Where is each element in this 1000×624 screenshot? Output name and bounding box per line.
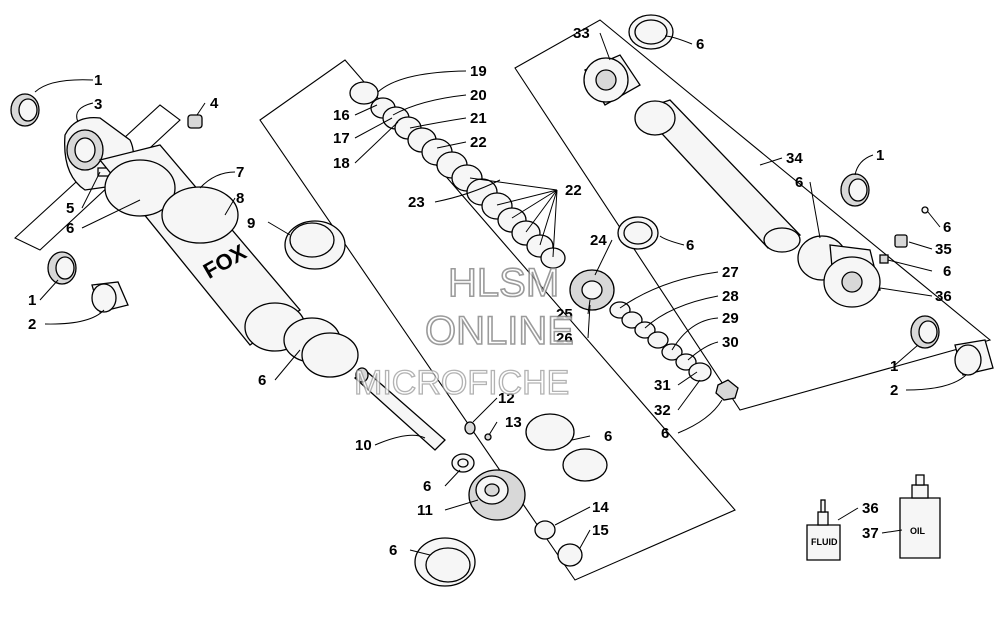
callout-19: 19 — [470, 63, 487, 80]
fluid-bottle-label: FLUID — [811, 537, 838, 547]
callout-22: 22 — [565, 182, 582, 199]
oil-bottle-label: OIL — [910, 526, 926, 536]
callout-30: 30 — [722, 334, 739, 351]
reservoir-cap-33 — [583, 54, 641, 106]
callout-2: 2 — [890, 382, 898, 399]
callout-6: 6 — [686, 237, 694, 254]
bushing-1-top — [10, 93, 40, 127]
fluid-bottle-36: FLUID — [806, 499, 841, 561]
seals-6-bottom — [414, 537, 476, 587]
callout-12: 12 — [498, 390, 515, 407]
pin-12 — [464, 421, 476, 435]
callout-6: 6 — [389, 542, 397, 559]
callout-1: 1 — [890, 358, 898, 375]
callout-35: 35 — [935, 241, 952, 258]
ring-9 — [284, 220, 346, 270]
callout-29: 29 — [722, 310, 739, 327]
callout-6: 6 — [661, 425, 669, 442]
bushing-1-right-top — [840, 173, 870, 207]
ball-13 — [484, 433, 492, 441]
callout-6: 6 — [696, 36, 704, 53]
callout-33: 33 — [573, 25, 590, 42]
callout-37: 37 — [862, 525, 879, 542]
cap-6-right — [879, 254, 889, 264]
eyelet-body-3 — [64, 116, 134, 191]
callout-6: 6 — [943, 263, 951, 280]
sleeve-2-left — [91, 281, 129, 313]
callout-36: 36 — [862, 500, 879, 517]
screw-35 — [894, 234, 908, 248]
callout-20: 20 — [470, 87, 487, 104]
reservoir-group-outline — [514, 19, 992, 411]
callout-8: 8 — [236, 190, 244, 207]
callout-6: 6 — [943, 219, 951, 236]
nut-6-shim — [715, 379, 739, 401]
reservoir-tube-34 — [634, 99, 802, 253]
callout-17: 17 — [333, 130, 350, 147]
shock-body-7: FOX — [98, 144, 306, 352]
sleeve-2-right — [954, 339, 994, 376]
callout-28: 28 — [722, 288, 739, 305]
callout-9: 9 — [247, 215, 255, 232]
callout-7: 7 — [236, 164, 244, 181]
shim-stack — [349, 81, 566, 269]
watermark-line-1: HLSM — [448, 261, 559, 305]
nut-15 — [557, 543, 583, 567]
callout-27: 27 — [722, 264, 739, 281]
callout-1: 1 — [94, 72, 102, 89]
callout-23: 23 — [408, 194, 425, 211]
callout-15: 15 — [592, 522, 609, 539]
screw-4 — [187, 114, 203, 129]
callout-34: 34 — [786, 150, 803, 167]
seals-6-body — [283, 317, 359, 378]
ball-6-right — [921, 206, 929, 214]
leader-lines — [34, 32, 967, 556]
callout-1: 1 — [28, 292, 36, 309]
washer-6-shaft — [451, 453, 475, 473]
callout-13: 13 — [505, 414, 522, 431]
callout-3: 3 — [94, 96, 102, 113]
reservoir-end-36 — [797, 235, 881, 308]
shaft-10 — [353, 367, 446, 451]
seal-6-piston24 — [617, 216, 659, 250]
callout-32: 32 — [654, 402, 671, 419]
callout-21: 21 — [470, 110, 487, 127]
callout-4: 4 — [210, 95, 219, 112]
bushing-1-right — [910, 315, 940, 349]
callout-10: 10 — [355, 437, 372, 454]
callout-6: 6 — [604, 428, 612, 445]
callout-26: 26 — [556, 330, 573, 347]
callout-11: 11 — [417, 502, 433, 519]
callout-18: 18 — [333, 155, 350, 172]
seal-6-top — [628, 14, 674, 50]
callout-2: 2 — [28, 316, 36, 333]
callout-25: 25 — [556, 306, 573, 323]
seals-6-piston — [525, 413, 608, 482]
callout-24: 24 — [590, 232, 607, 249]
watermark: HLSM ONLINE MICROFICHE — [353, 260, 574, 402]
callout-1: 1 — [876, 147, 884, 164]
shim-stack-lower — [609, 301, 712, 382]
watermark-line-2: ONLINE — [425, 309, 574, 353]
callout-22: 22 — [470, 134, 487, 151]
callout-6: 6 — [258, 372, 266, 389]
callout-6: 6 — [423, 478, 431, 495]
callout-6: 6 — [795, 174, 803, 191]
piston-24 — [569, 269, 615, 311]
washer-14 — [534, 520, 556, 540]
callout-labels: 1 3 4 5 6 1 2 7 8 9 6 10 6 11 6 12 13 6 … — [28, 25, 952, 559]
callout-31: 31 — [654, 377, 671, 394]
bushing-1-left — [47, 251, 77, 285]
callout-36: 36 — [935, 288, 952, 305]
piston-11 — [468, 469, 526, 521]
callout-14: 14 — [592, 499, 609, 516]
callout-6: 6 — [66, 220, 74, 237]
watermark-line-3: MICROFICHE — [354, 364, 569, 402]
callout-16: 16 — [333, 107, 350, 124]
oil-bottle-37: OIL — [899, 474, 941, 559]
callout-5: 5 — [66, 200, 74, 217]
